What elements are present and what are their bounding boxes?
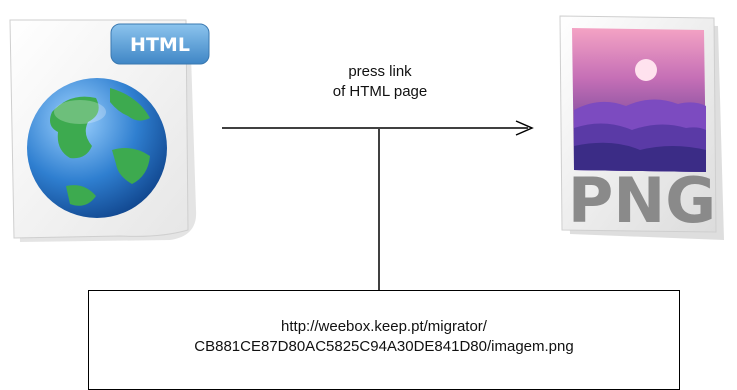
png-label: PNG	[568, 164, 716, 237]
press-link-arrow	[222, 120, 534, 136]
url-line-2: CB881CE87D80AC5825C94A30DE841D80/imagem.…	[194, 338, 574, 355]
svg-text:HTML: HTML	[130, 34, 190, 56]
sun-icon	[635, 59, 657, 81]
url-line-1: http://weebox.keep.pt/migrator/	[281, 318, 487, 335]
png-file-icon: PNG	[559, 15, 724, 240]
arrow-label: press link of HTML page	[290, 62, 470, 102]
landscape-image-icon	[572, 28, 706, 172]
html-badge: HTML	[110, 23, 210, 65]
url-box: http://weebox.keep.pt/migrator/ CB881CE8…	[88, 290, 680, 390]
arrow-label-line-1: press link	[348, 63, 412, 80]
globe-icon	[27, 78, 167, 218]
arrow-label-line-2: of HTML page	[332, 83, 428, 100]
html-file-icon: HTML	[9, 19, 210, 242]
